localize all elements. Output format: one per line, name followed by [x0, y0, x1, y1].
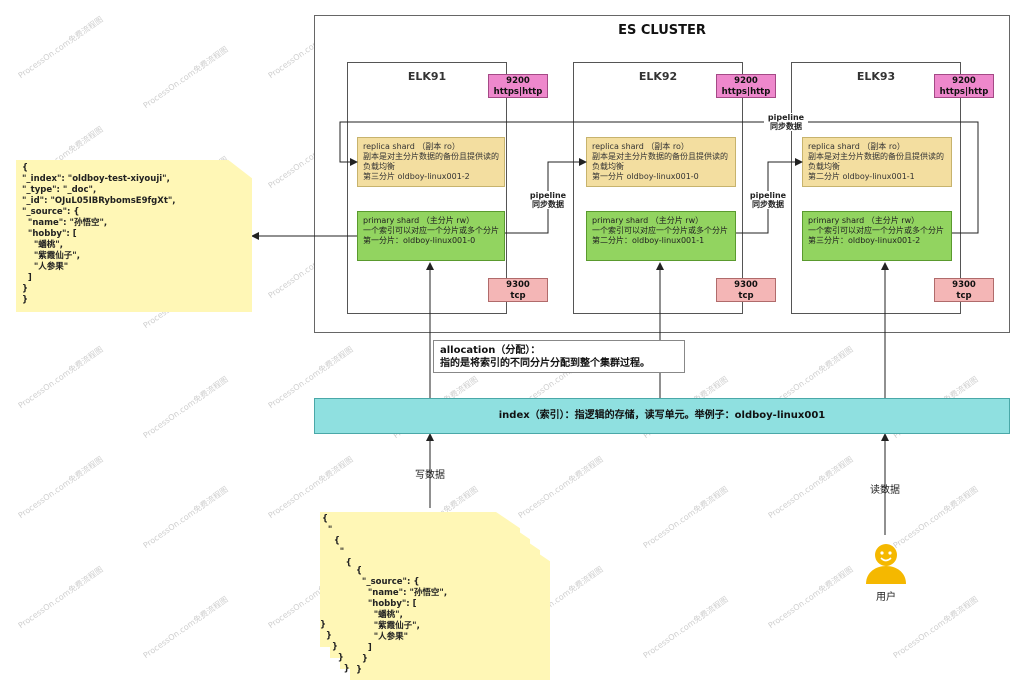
write-doc-close-braces: } } } } }: [320, 620, 350, 675]
allocation-title: allocation（分配）：: [440, 345, 541, 356]
pipeline-arrow: [339, 121, 979, 234]
cluster-title: ES CLUSTER: [618, 23, 706, 38]
tcp-port-number: 9300: [952, 280, 976, 290]
http-port-badge[interactable]: 9200 https|http: [716, 74, 776, 98]
http-port-proto: https|http: [939, 87, 989, 97]
pipeline-label: pipeline 同步数据: [764, 113, 808, 131]
primary-shard[interactable]: primary shard （主分片 rw） 一个索引可以对应一个分片或多个分片…: [357, 211, 505, 261]
pipeline-label-line1: pipeline: [749, 191, 787, 200]
user-icon[interactable]: [864, 538, 908, 586]
tcp-port-proto: tcp: [510, 291, 526, 301]
primary-title: primary shard （主分片 rw）: [592, 216, 704, 225]
http-port-badge[interactable]: 9200 https|http: [488, 74, 548, 98]
replica-shard[interactable]: replica shard （副本 ro） 副本是对主分片数据的备份且提供读的负…: [802, 137, 952, 187]
replica-shard-id: 第二分片 oldboy-linux001-1: [808, 172, 915, 181]
node-title: ELK92: [638, 70, 678, 83]
node-elk92[interactable]: ELK92: [573, 62, 743, 314]
tcp-port-proto: tcp: [738, 291, 754, 301]
pipeline-label-line2: 同步数据: [752, 200, 784, 209]
read-label: 读数据: [870, 485, 900, 496]
primary-shard-id: 第一分片：oldboy-linux001-0: [363, 236, 476, 245]
replica-shard[interactable]: replica shard （副本 ro） 副本是对主分片数据的备份且提供读的负…: [357, 137, 505, 187]
replica-title: replica shard （副本 ro）: [592, 142, 689, 151]
replica-shard[interactable]: replica shard （副本 ro） 副本是对主分片数据的备份且提供读的负…: [586, 137, 736, 187]
result-document-text: { "_index": "oldboy-test-xiyouji", "_typ…: [22, 163, 176, 305]
write-doc-stack-1: [320, 512, 520, 647]
replica-title: replica shard （副本 ro）: [363, 142, 460, 151]
http-port-proto: https|http: [721, 87, 771, 97]
node-elk91[interactable]: ELK91: [347, 62, 507, 314]
node-elk93[interactable]: ELK93: [791, 62, 961, 314]
tcp-port-badge[interactable]: 9300 tcp: [488, 278, 548, 302]
index-bar[interactable]: index（索引）：指逻辑的存储，读写单元。举例子：oldboy-linux00…: [314, 398, 1010, 434]
tcp-port-proto: tcp: [956, 291, 972, 301]
primary-shard[interactable]: primary shard （主分片 rw） 一个索引可以对应一个分片或多个分片…: [586, 211, 736, 261]
replica-desc: 副本是对主分片数据的备份且提供读的负载均衡: [363, 152, 499, 171]
http-port-badge[interactable]: 9200 https|http: [934, 74, 994, 98]
node-title: ELK91: [407, 70, 447, 83]
write-doc-body[interactable]: { "_source": { "name": "孙悟空", "hobby": […: [356, 566, 447, 676]
replica-desc: 副本是对主分片数据的备份且提供读的负载均衡: [808, 152, 944, 171]
primary-desc: 一个索引可以对应一个分片或多个分片: [363, 226, 499, 235]
pipeline-label-line2: 同步数据: [532, 200, 564, 209]
write-document-text: { "_source": { "name": "孙悟空", "hobby": […: [356, 566, 448, 675]
http-port-number: 9200: [734, 76, 758, 86]
close-braces-text: } } } } }: [320, 620, 350, 674]
tcp-port-badge[interactable]: 9300 tcp: [934, 278, 994, 302]
primary-shard-id: 第三分片：oldboy-linux001-2: [808, 236, 921, 245]
tcp-port-badge[interactable]: 9300 tcp: [716, 278, 776, 302]
result-document-note[interactable]: { "_index": "oldboy-test-xiyouji", "_typ…: [16, 160, 252, 312]
pipeline-label-line2: 同步数据: [770, 122, 802, 131]
pipeline-label-line1: pipeline: [767, 113, 805, 122]
primary-shard[interactable]: primary shard （主分片 rw） 一个索引可以对应一个分片或多个分片…: [802, 211, 952, 261]
replica-shard-id: 第三分片 oldboy-linux001-2: [363, 172, 470, 181]
http-port-proto: https|http: [493, 87, 543, 97]
user-label: 用户: [876, 592, 896, 603]
replica-title: replica shard （副本 ro）: [808, 142, 905, 151]
replica-shard-id: 第一分片 oldboy-linux001-0: [592, 172, 699, 181]
pipeline-label: pipeline 同步数据: [526, 191, 570, 209]
primary-shard-id: 第二分片：oldboy-linux001-1: [592, 236, 705, 245]
allocation-desc: 指的是将索引的不同分片分配到整个集群过程。: [440, 358, 650, 369]
replica-desc: 副本是对主分片数据的备份且提供读的负载均衡: [592, 152, 728, 171]
tcp-port-number: 9300: [506, 280, 530, 290]
write-doc-open-braces: { " { " {: [322, 514, 352, 569]
primary-title: primary shard （主分片 rw）: [363, 216, 475, 225]
primary-desc: 一个索引可以对应一个分片或多个分片: [592, 226, 728, 235]
open-braces-text: { " { " {: [322, 514, 352, 568]
primary-title: primary shard （主分片 rw）: [808, 216, 920, 225]
index-bar-label: index（索引）：指逻辑的存储，读写单元。举例子：oldboy-linux00…: [498, 410, 826, 421]
write-label: 写数据: [415, 470, 445, 481]
allocation-note[interactable]: allocation（分配）： 指的是将索引的不同分片分配到整个集群过程。: [433, 340, 685, 373]
pipeline-label-line1: pipeline: [529, 191, 567, 200]
node-title: ELK93: [856, 70, 896, 83]
http-port-number: 9200: [506, 76, 530, 86]
tcp-port-number: 9300: [734, 280, 758, 290]
primary-desc: 一个索引可以对应一个分片或多个分片: [808, 226, 944, 235]
http-port-number: 9200: [952, 76, 976, 86]
pipeline-label: pipeline 同步数据: [746, 191, 790, 209]
